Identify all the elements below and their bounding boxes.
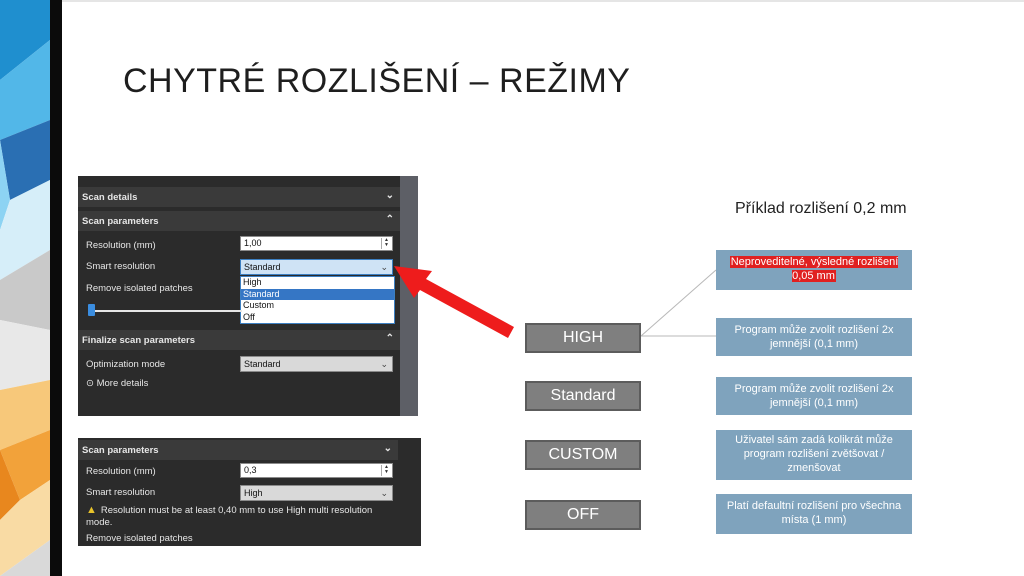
more-details-label: More details — [96, 378, 149, 389]
section-scan-parameters[interactable]: Scan parameters ⌄ — [78, 440, 398, 460]
top-divider — [62, 0, 1024, 2]
remove-patches-label: Remove isolated patches — [86, 283, 193, 294]
section-title: Scan parameters — [82, 216, 159, 227]
patches-slider-track[interactable] — [92, 310, 242, 312]
scan-parameters-panel-bottom: Scan parameters ⌄ Resolution (mm) 0,3 ▲▼… — [78, 438, 421, 546]
smart-resolution-value: High — [244, 488, 263, 498]
remove-patches-label: Remove isolated patches — [86, 533, 193, 544]
resolution-warning: ▲Resolution must be at least 0,40 mm to … — [86, 504, 376, 529]
mode-box-high: HIGH — [525, 323, 641, 353]
smart-resolution-dropdown[interactable]: High Standard Custom Off — [240, 276, 395, 324]
section-title: Scan parameters — [82, 445, 159, 456]
chevron-up-icon[interactable]: ⌃ — [385, 214, 394, 225]
smart-resolution-value: Standard — [244, 262, 281, 272]
resolution-label: Resolution (mm) — [86, 466, 156, 477]
decorative-pattern — [0, 0, 50, 576]
smart-resolution-label: Smart resolution — [86, 261, 156, 272]
red-arrow — [394, 266, 514, 338]
resolution-input[interactable]: 1,00 ▲▼ — [240, 236, 393, 251]
option-high[interactable]: High — [243, 277, 262, 287]
section-title: Finalize scan parameters — [82, 335, 195, 346]
mode-box-off: OFF — [525, 500, 641, 530]
section-title: Scan details — [82, 192, 138, 203]
option-off[interactable]: Off — [243, 311, 255, 322]
stepper-icon[interactable]: ▲▼ — [381, 465, 391, 476]
warning-icon: ▲ — [86, 504, 97, 516]
resolution-value: 0,3 — [244, 465, 257, 475]
desc-standard: Program může zvolit rozlišení 2x jemnějš… — [716, 377, 912, 415]
slide-title: CHYTRÉ ROZLIŠENÍ – REŽIMY — [123, 62, 631, 100]
chevron-down-icon[interactable]: ⌄ — [380, 359, 388, 369]
option-standard[interactable]: Standard — [241, 288, 394, 300]
section-finalize[interactable]: Finalize scan parameters ⌃ — [78, 330, 400, 350]
panel-scrollbar[interactable] — [400, 176, 418, 416]
desc-off: Platí defaultní rozlišení pro všechna mí… — [716, 494, 912, 534]
chevron-down-icon[interactable]: ⌄ — [385, 190, 394, 201]
chevron-down-icon[interactable]: ⌄ — [380, 262, 388, 272]
resolution-label: Resolution (mm) — [86, 240, 156, 251]
desc-high: Program může zvolit rozlišení 2x jemnějš… — [716, 318, 912, 356]
more-details-link[interactable]: ⊙ More details — [86, 378, 148, 389]
section-scan-details[interactable]: Scan details ⌄ — [78, 187, 400, 207]
expand-circle-icon: ⊙ — [86, 378, 94, 389]
optimization-select[interactable]: Standard ⌄ — [240, 356, 393, 372]
smart-resolution-select[interactable]: Standard ⌄ — [240, 259, 393, 275]
optimization-value: Standard — [244, 359, 281, 369]
chevron-up-icon[interactable]: ⌃ — [385, 333, 394, 344]
mode-box-standard: Standard — [525, 381, 641, 411]
section-scan-parameters[interactable]: Scan parameters ⌃ — [78, 211, 400, 231]
desc-custom: Uživatel sám zadá kolikrát může program … — [716, 430, 912, 480]
chevron-down-icon[interactable]: ⌄ — [383, 443, 392, 454]
highlighted-text: Neproveditelné, výsledné rozlišení 0,05 … — [729, 256, 899, 282]
resolution-input[interactable]: 0,3 ▲▼ — [240, 463, 393, 478]
smart-resolution-select[interactable]: High ⌄ — [240, 485, 393, 501]
smart-resolution-label: Smart resolution — [86, 487, 156, 498]
optimization-label: Optimization mode — [86, 359, 166, 370]
mode-box-custom: CUSTOM — [525, 440, 641, 470]
resolution-value: 1,00 — [244, 238, 262, 248]
example-title: Příklad rozlišení 0,2 mm — [735, 200, 907, 217]
patches-slider-thumb[interactable] — [88, 304, 95, 316]
chevron-down-icon[interactable]: ⌄ — [380, 488, 388, 498]
stepper-icon[interactable]: ▲▼ — [381, 238, 391, 249]
option-custom[interactable]: Custom — [243, 300, 275, 310]
left-black-bar — [50, 0, 62, 576]
scan-settings-panel: Scan details ⌄ Scan parameters ⌃ Resolut… — [78, 176, 418, 416]
desc-high-infeasible: Neproveditelné, výsledné rozlišení 0,05 … — [716, 250, 912, 290]
warning-text: Resolution must be at least 0,40 mm to u… — [86, 505, 373, 528]
connector-line-high-a — [640, 269, 717, 337]
